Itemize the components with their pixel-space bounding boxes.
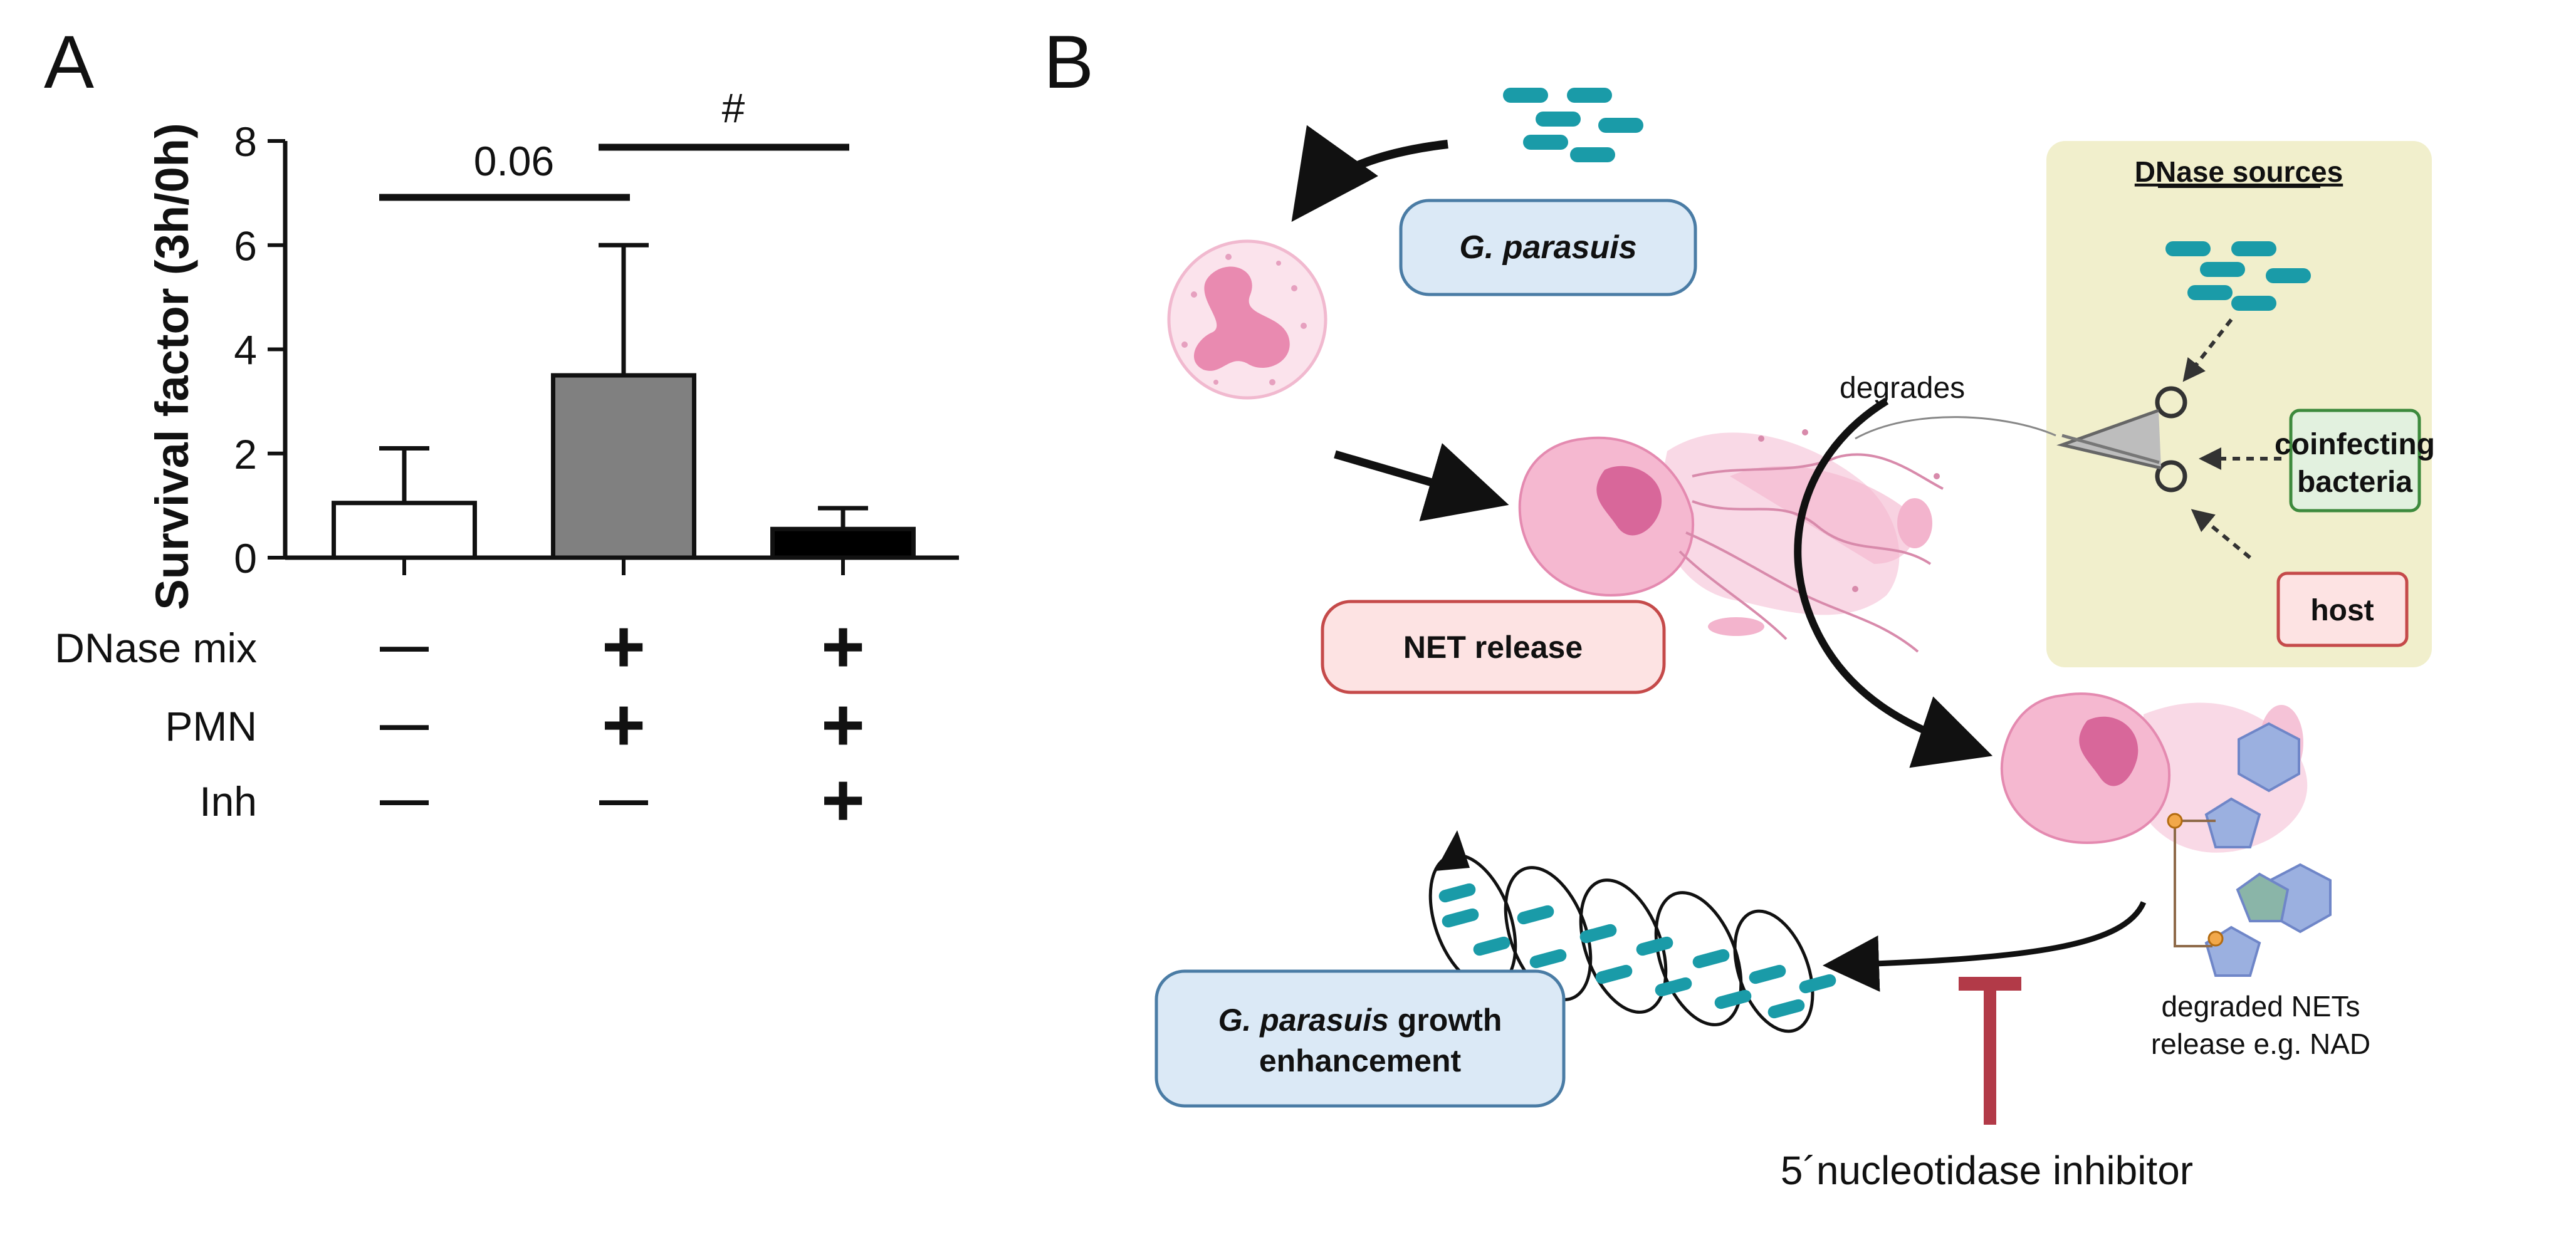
host-label: host — [2310, 594, 2374, 627]
condition-mark: — — [380, 618, 429, 673]
condition-table: DNase mix—++PMN—++Inh——+ — [55, 605, 865, 842]
net-release-label: NET release — [1403, 630, 1583, 665]
condition-mark: + — [821, 683, 865, 767]
bar — [332, 501, 477, 560]
y-tick-label: 0 — [234, 535, 257, 581]
condition-label: DNase mix — [55, 625, 257, 671]
y-tick-label: 2 — [234, 431, 257, 477]
condition-label: PMN — [165, 703, 257, 749]
growth-label-rest: growth — [1389, 1003, 1502, 1038]
scissors-icon — [2056, 386, 2187, 492]
significance-label: # — [722, 85, 745, 131]
growth-enhancement-label-2: enhancement — [1259, 1043, 1462, 1078]
nad-molecule — [2238, 722, 2300, 793]
condition-mark: — — [380, 696, 429, 751]
arrow-degradation — [1794, 397, 1993, 768]
y-tick-label: 6 — [234, 222, 257, 269]
dashed-arrow-bacteria — [2182, 318, 2233, 382]
significance-label: 0.06 — [474, 138, 554, 184]
degraded-nets-label-1: degraded NETs — [2161, 990, 2360, 1023]
condition-mark: — — [599, 771, 648, 826]
arrow-nutrient-release — [1823, 901, 2147, 992]
bar — [551, 373, 696, 560]
bacteria-icon — [2165, 241, 2311, 311]
arrow-infection — [1291, 125, 1448, 222]
coinfecting-bacteria-label-1: coinfecting — [2275, 428, 2435, 461]
degraded-nets-label-2: release e.g. NAD — [2151, 1028, 2370, 1060]
degrades-arc — [1855, 416, 2056, 440]
growth-enhancement-box — [1154, 969, 1566, 1108]
dnase-sources-panel — [2046, 141, 2432, 667]
chart-bars — [332, 242, 916, 560]
y-tick-label: 4 — [234, 327, 257, 373]
condition-mark: + — [602, 683, 646, 767]
y-tick-label: 8 — [234, 118, 257, 165]
degraded-net-cell — [2000, 692, 2332, 977]
chart-significance: 0.06 # — [379, 85, 849, 201]
panel-a-label: A — [44, 20, 94, 104]
growth-organism-name: G. parasuis — [1218, 1003, 1389, 1038]
inhibitor-label: 5´nucleotidase inhibitor — [1781, 1148, 2193, 1193]
growth-enhancement-label-1: G. parasuis growth — [1218, 1003, 1502, 1038]
coinfecting-bacteria-box — [2289, 409, 2421, 513]
condition-mark: + — [821, 605, 865, 689]
condition-mark: + — [821, 758, 865, 842]
panel-a: A Survival factor (3h/0h) 0 2 4 6 8 0.06 # DN… — [44, 20, 959, 842]
degrades-label: degrades — [1840, 372, 1965, 405]
panel-b: B DNase sources coinfecting bacteria — [1044, 20, 2435, 1193]
bar — [770, 526, 916, 560]
coinfecting-bacteria-label-2: bacteria — [2297, 466, 2412, 499]
dnase-sources-title: DNase sources — [2135, 155, 2343, 188]
net-release-box — [1321, 600, 1666, 694]
dashed-arrow-host — [2191, 509, 2251, 560]
y-axis-label: Survival factor (3h/0h) — [146, 123, 198, 610]
condition-mark: — — [380, 771, 429, 826]
g-parasuis-box — [1399, 199, 1697, 296]
g-parasuis-label: G. parasuis — [1459, 229, 1636, 266]
net-releasing-cell — [1518, 429, 1944, 653]
arrow-net-release — [1334, 443, 1509, 521]
bacteria-icon — [1503, 88, 1643, 162]
neutrophil-cell — [1167, 239, 1327, 400]
condition-label: Inh — [199, 778, 257, 825]
growth-helix — [1428, 830, 1836, 1033]
panel-b-label: B — [1044, 20, 1094, 104]
condition-mark: + — [602, 605, 646, 689]
inhibitor-bar-icon — [1959, 977, 2021, 1125]
host-box — [2276, 571, 2409, 647]
